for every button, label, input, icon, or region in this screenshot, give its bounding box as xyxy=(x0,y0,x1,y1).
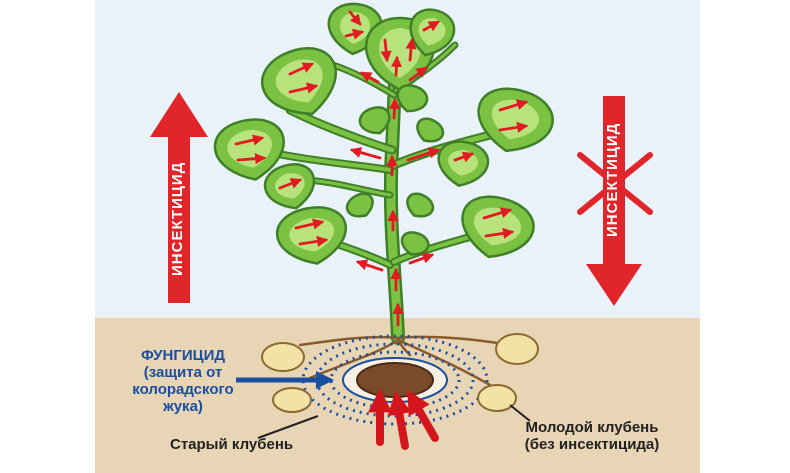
leader-lines xyxy=(257,404,531,439)
insecticide-label-right: ИНСЕКТИЦИД xyxy=(604,122,621,237)
leaf xyxy=(409,8,456,57)
red-cross-icon xyxy=(577,152,653,215)
fungicide-note-line-2: колорадского xyxy=(132,381,234,398)
fungicide-pointer-arrow xyxy=(236,371,334,389)
leaf xyxy=(461,195,535,259)
young-tuber-label: Молодой клубень (без инсектицида) xyxy=(492,419,692,453)
leaf xyxy=(345,192,374,218)
fungicide-note-line-3: жука) xyxy=(163,398,203,415)
leaf xyxy=(396,84,429,113)
leaf xyxy=(416,117,445,143)
flow-arrows xyxy=(234,10,529,327)
fungicide-note-line-1: (защита от xyxy=(143,364,223,381)
old-tuber-label: Старый клубень xyxy=(170,436,294,453)
leaf xyxy=(358,106,391,135)
young-tuber-label-line-1: Молодой клубень xyxy=(525,419,659,436)
young-tuber-label-line-2: (без инсектицида) xyxy=(524,436,660,453)
leaf xyxy=(400,231,430,256)
leaf xyxy=(437,140,490,187)
insecticide-label-left: ИНСЕКТИЦИД xyxy=(169,161,186,276)
fungicide-title: ФУНГИЦИД xyxy=(140,347,226,364)
red-up-arrow-icon xyxy=(150,92,208,303)
uptake-arrows xyxy=(368,388,439,450)
old-tuber xyxy=(356,362,434,398)
leaf xyxy=(275,206,347,265)
young-tubers xyxy=(261,333,539,413)
leaf xyxy=(261,47,337,116)
fungicide-label: ФУНГИЦИД (защита от колорадского жука) xyxy=(103,347,263,415)
leaf xyxy=(406,192,435,218)
